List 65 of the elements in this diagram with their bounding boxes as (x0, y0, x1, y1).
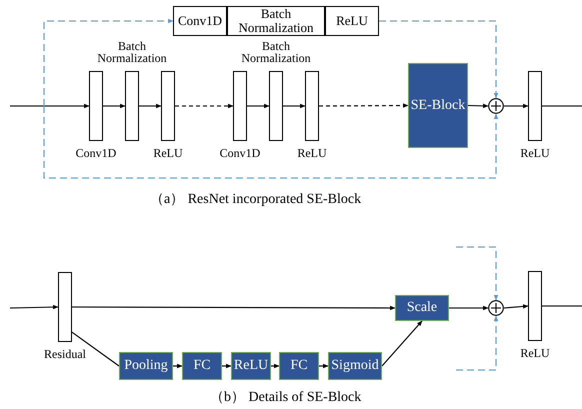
node-label: Pooling (124, 358, 168, 374)
figure-caption: （a） ResNet incorporated SE-Block (150, 191, 362, 208)
arrow (449, 306, 489, 310)
node-label: Sigmoid (331, 358, 379, 374)
node-label: SE-Block (410, 98, 466, 114)
arrow (319, 364, 329, 368)
arrow (173, 364, 183, 368)
figure-caption: （b） Details of SE-Block (210, 389, 362, 406)
layer-bar (528, 71, 542, 141)
arrow (456, 246, 498, 301)
layer-bar (528, 271, 542, 341)
arrow (379, 20, 498, 99)
layer-cell (173, 6, 227, 36)
layer-cell (227, 6, 325, 36)
arrow (103, 104, 126, 108)
layer-label: Batch Normalization (240, 40, 312, 65)
layer-label: Residual (43, 348, 87, 361)
arrow (468, 104, 489, 108)
node-label: FC (193, 358, 211, 374)
arrow (504, 104, 529, 108)
arrow (43, 18, 174, 106)
arrow (10, 304, 59, 310)
layer-label: Conv1D (218, 147, 262, 160)
layer-bar (58, 272, 72, 342)
arrow (382, 320, 422, 366)
node-label: ReLU (234, 358, 268, 374)
arrow (283, 104, 306, 108)
layer-bar (161, 71, 175, 141)
sum-circle (488, 300, 504, 316)
layer-bar (269, 71, 283, 141)
arrow (139, 104, 162, 108)
layer-label: Conv1D (74, 147, 118, 160)
arrow (271, 364, 280, 368)
process-box (395, 295, 449, 321)
process-box (231, 352, 271, 380)
arrow (504, 304, 529, 309)
layer-label: ReLU (152, 147, 184, 160)
layer-label: ReLU (519, 347, 551, 360)
layer-bar (305, 71, 319, 141)
arrow (43, 106, 498, 179)
layer-label: Batch Normalization (96, 40, 168, 65)
arrow (319, 103, 409, 108)
node-label: Conv1D (178, 14, 222, 28)
layer-cell (325, 6, 379, 36)
layer-bar (233, 71, 247, 141)
layer-label: ReLU (519, 147, 551, 160)
node-label: Scale (406, 300, 438, 316)
layer-label: ReLU (296, 147, 328, 160)
process-box (328, 352, 382, 380)
layer-bar (125, 71, 139, 141)
sum-circle (488, 98, 504, 114)
node-label: Batch Normalization (237, 6, 315, 36)
arrow (10, 104, 90, 108)
arrow (247, 104, 270, 108)
process-box (408, 63, 468, 148)
arrow (175, 104, 234, 108)
arrow (72, 306, 396, 310)
process-box (119, 352, 173, 380)
arrow (456, 315, 498, 371)
arrow (222, 364, 232, 368)
process-box (182, 352, 222, 380)
process-box (279, 352, 319, 380)
node-label: FC (290, 358, 308, 374)
layer-bar (89, 71, 103, 141)
node-label: ReLU (336, 14, 368, 28)
